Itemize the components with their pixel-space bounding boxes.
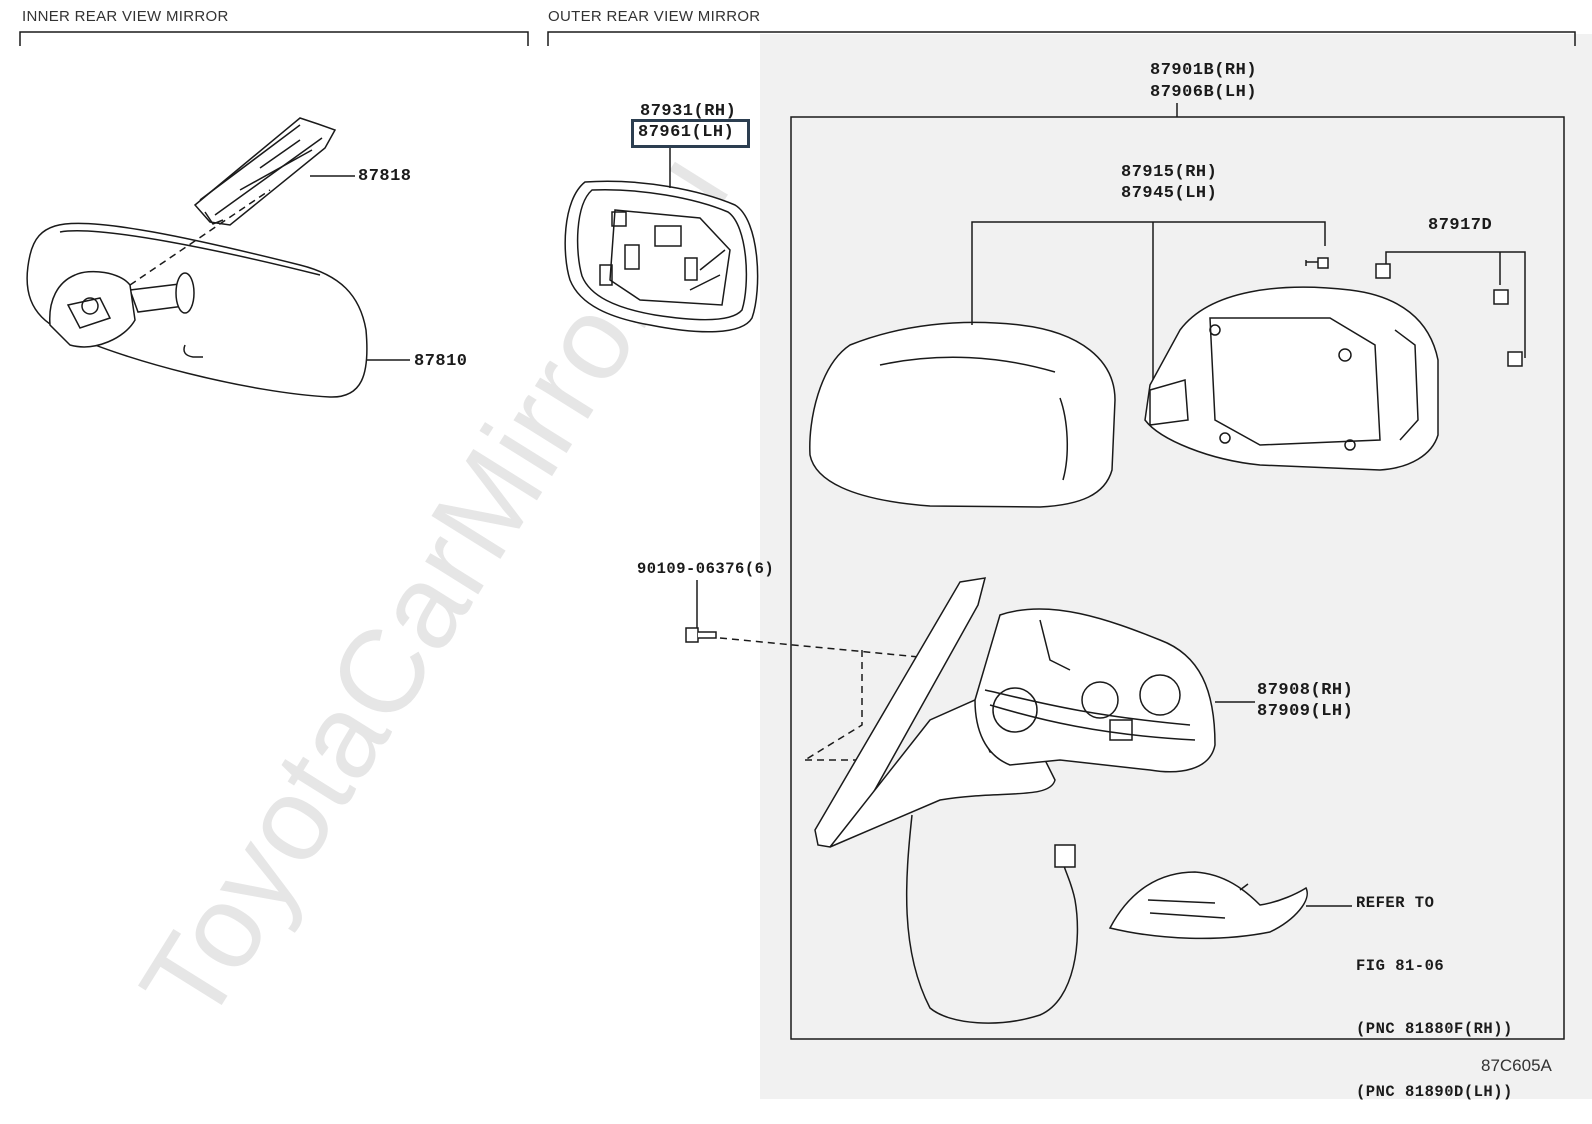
wire-harness (905, 814, 1079, 1024)
label-87909-lh[interactable]: 87909(LH) (1257, 702, 1354, 721)
highlight-87961-lh[interactable] (631, 119, 750, 148)
clip-87917d-icon (1375, 263, 1523, 367)
mirror-glass-87961[interactable] (564, 180, 759, 333)
side-turn-lamp[interactable] (1108, 871, 1308, 940)
refer-line-3[interactable]: (PNC 81880F(RH)) (1356, 1020, 1513, 1038)
mirror-stay-87818[interactable] (193, 117, 337, 226)
label-87931-rh[interactable]: 87931(RH) (640, 102, 737, 121)
label-87810[interactable]: 87810 (414, 352, 468, 371)
refer-line-4[interactable]: (PNC 81890D(LH)) (1356, 1083, 1513, 1101)
parts-diagram (19, 31, 1576, 1040)
mirror-cover-87915[interactable] (809, 321, 1116, 508)
screw-87915-icon (1305, 257, 1329, 269)
outer-section-bracket (547, 31, 1576, 46)
refer-line-2[interactable]: FIG 81-06 (1356, 957, 1445, 975)
mirror-base-and-motor-87908[interactable] (814, 577, 1216, 848)
label-87961-lh[interactable]: 87961(LH) (638, 122, 735, 143)
inner-mirror-87810[interactable] (26, 222, 368, 398)
label-87818[interactable]: 87818 (358, 167, 412, 186)
label-87917d[interactable]: 87917D (1428, 216, 1493, 235)
mirror-housing-frame[interactable] (1144, 286, 1439, 471)
refer-line-1: REFER TO (1356, 894, 1435, 912)
label-90109-06376[interactable]: 90109-06376(6) (637, 560, 775, 578)
label-87945-lh[interactable]: 87945(LH) (1121, 184, 1218, 203)
label-87906b-lh[interactable]: 87906B(LH) (1150, 83, 1258, 102)
outer-mirror-section-title: OUTER REAR VIEW MIRROR (548, 8, 761, 25)
inner-mirror-section-title: INNER REAR VIEW MIRROR (22, 8, 229, 25)
label-87901b-rh[interactable]: 87901B(RH) (1150, 61, 1258, 80)
inner-section-bracket (19, 31, 529, 46)
label-87915-rh[interactable]: 87915(RH) (1121, 163, 1218, 182)
label-87908-rh[interactable]: 87908(RH) (1257, 681, 1354, 700)
figure-code: 87C605A (1481, 1056, 1552, 1075)
refer-to-note: REFER TO FIG 81-06 (PNC 81880F(RH)) (PNC… (1356, 851, 1513, 1124)
screw-90109-icon (685, 627, 717, 643)
